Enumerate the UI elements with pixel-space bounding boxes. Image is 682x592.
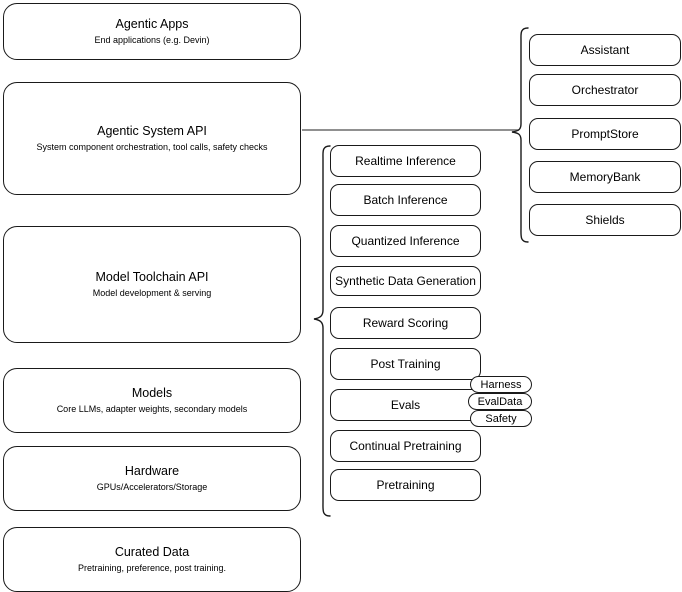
component-shields[interactable]: Shields [529,204,681,236]
layer-title: Agentic Apps [115,16,189,31]
capability-evals[interactable]: Evals [330,389,481,421]
layer-title: Model Toolchain API [95,269,209,284]
evals-pill-safety[interactable]: Safety [470,410,532,427]
layer-agentic-system-api[interactable]: Agentic System API System component orch… [3,82,301,195]
component-label: Shields [585,212,625,227]
capability-label: Quantized Inference [351,233,460,248]
evals-pill-evaldata[interactable]: EvalData [468,393,532,410]
capability-label: Synthetic Data Generation [335,273,476,288]
component-label: PromptStore [571,126,639,141]
layer-agentic-apps[interactable]: Agentic Apps End applications (e.g. Devi… [3,3,301,60]
layer-title: Agentic System API [97,123,207,138]
component-label: Assistant [580,42,630,57]
evals-pill-harness[interactable]: Harness [470,376,532,393]
capability-label: Realtime Inference [355,153,456,168]
capability-synthetic-data-generation[interactable]: Synthetic Data Generation [330,266,481,296]
layer-subtitle: Pretraining, preference, post training. [77,563,227,574]
layer-subtitle: GPUs/Accelerators/Storage [96,482,208,493]
component-label: MemoryBank [569,169,641,184]
layer-curated-data[interactable]: Curated Data Pretraining, preference, po… [3,527,301,592]
layer-subtitle: End applications (e.g. Devin) [94,35,210,46]
layer-subtitle: Core LLMs, adapter weights, secondary mo… [56,404,248,415]
component-orchestrator[interactable]: Orchestrator [529,74,681,106]
capability-realtime-inference[interactable]: Realtime Inference [330,145,481,177]
evals-pill-label: Harness [480,378,522,391]
layer-models[interactable]: Models Core LLMs, adapter weights, secon… [3,368,301,433]
capability-label: Reward Scoring [362,315,449,330]
component-memorybank[interactable]: MemoryBank [529,161,681,193]
layer-subtitle: System component orchestration, tool cal… [36,142,268,153]
layer-model-toolchain-api[interactable]: Model Toolchain API Model development & … [3,226,301,343]
evals-pill-label: Safety [485,412,517,425]
component-label: Orchestrator [571,82,639,97]
capability-label: Continual Pretraining [349,438,462,453]
component-assistant[interactable]: Assistant [529,34,681,66]
capability-batch-inference[interactable]: Batch Inference [330,184,481,216]
layer-title: Curated Data [114,544,190,559]
layer-hardware[interactable]: Hardware GPUs/Accelerators/Storage [3,446,301,511]
capability-reward-scoring[interactable]: Reward Scoring [330,307,481,339]
layer-title: Models [131,385,173,400]
capability-label: Pretraining [376,477,435,492]
capability-label: Batch Inference [363,192,448,207]
capability-post-training[interactable]: Post Training [330,348,481,380]
layer-subtitle: Model development & serving [92,288,212,299]
capability-pretraining[interactable]: Pretraining [330,469,481,501]
evals-pill-label: EvalData [477,395,523,408]
component-promptstore[interactable]: PromptStore [529,118,681,150]
capability-continual-pretraining[interactable]: Continual Pretraining [330,430,481,462]
capability-quantized-inference[interactable]: Quantized Inference [330,225,481,257]
capability-label: Evals [390,397,421,412]
layer-title: Hardware [124,463,180,478]
capability-label: Post Training [370,356,441,371]
